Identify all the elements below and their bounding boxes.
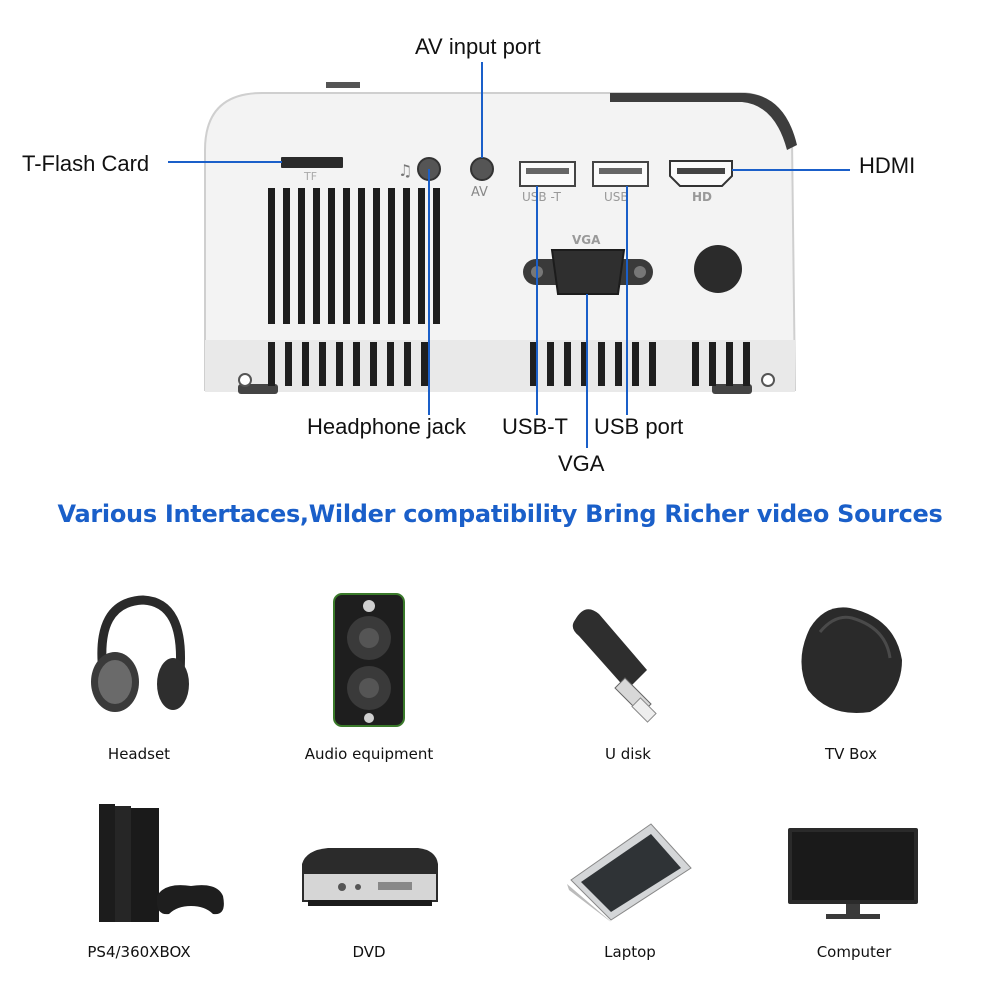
device-label-headset: Headset (107, 745, 171, 763)
label-usb-t: USB-T (502, 414, 568, 439)
av-print: AV (471, 185, 488, 200)
vga-print: VGA (572, 233, 601, 247)
usb-t-print: USB -T (522, 190, 562, 204)
laptop-icon (567, 823, 692, 922)
vent-grille (268, 188, 440, 324)
tflash-slot (281, 157, 343, 168)
hd-print: HD (692, 190, 712, 204)
device-label-computer: Computer (816, 943, 892, 961)
projector-body (204, 82, 797, 394)
device-label-laptop: Laptop (604, 943, 656, 961)
label-tflash-card: T-Flash Card (22, 151, 150, 176)
headset-icon (91, 595, 189, 712)
projector-port-diagram: TF ♫ AV USB -T USB HD VGA (168, 62, 850, 448)
vga-port (523, 249, 653, 295)
usb-drive-icon (572, 609, 657, 723)
device-label-ps4-xbox: PS4/360XBOX (87, 943, 191, 961)
av-port (470, 157, 494, 181)
power-jack (694, 245, 742, 293)
monitor-icon (788, 828, 918, 919)
label-headphone-jack: Headphone jack (307, 414, 467, 439)
device-label-dvd: DVD (352, 943, 386, 961)
device-label-u-disk: U disk (605, 745, 651, 763)
headphone-symbol-icon: ♫ (398, 161, 412, 180)
label-usb-port: USB port (594, 414, 684, 439)
lower-vents (268, 342, 750, 386)
game-console-icon (99, 804, 224, 922)
headline: Various Intertaces,Wilder compatibility … (57, 500, 943, 528)
device-label-tv-box: TV Box (824, 745, 878, 763)
device-label-audio-equipment: Audio equipment (304, 745, 434, 763)
label-vga: VGA (558, 451, 605, 476)
label-hdmi: HDMI (859, 153, 916, 178)
label-av-input-port: AV input port (415, 34, 541, 59)
speaker-icon (333, 593, 405, 727)
tf-print: TF (303, 170, 317, 183)
dvd-player-icon (302, 848, 438, 906)
usb-print: USB (604, 190, 629, 204)
callout-lines (168, 62, 850, 448)
tv-box-icon (801, 607, 902, 714)
